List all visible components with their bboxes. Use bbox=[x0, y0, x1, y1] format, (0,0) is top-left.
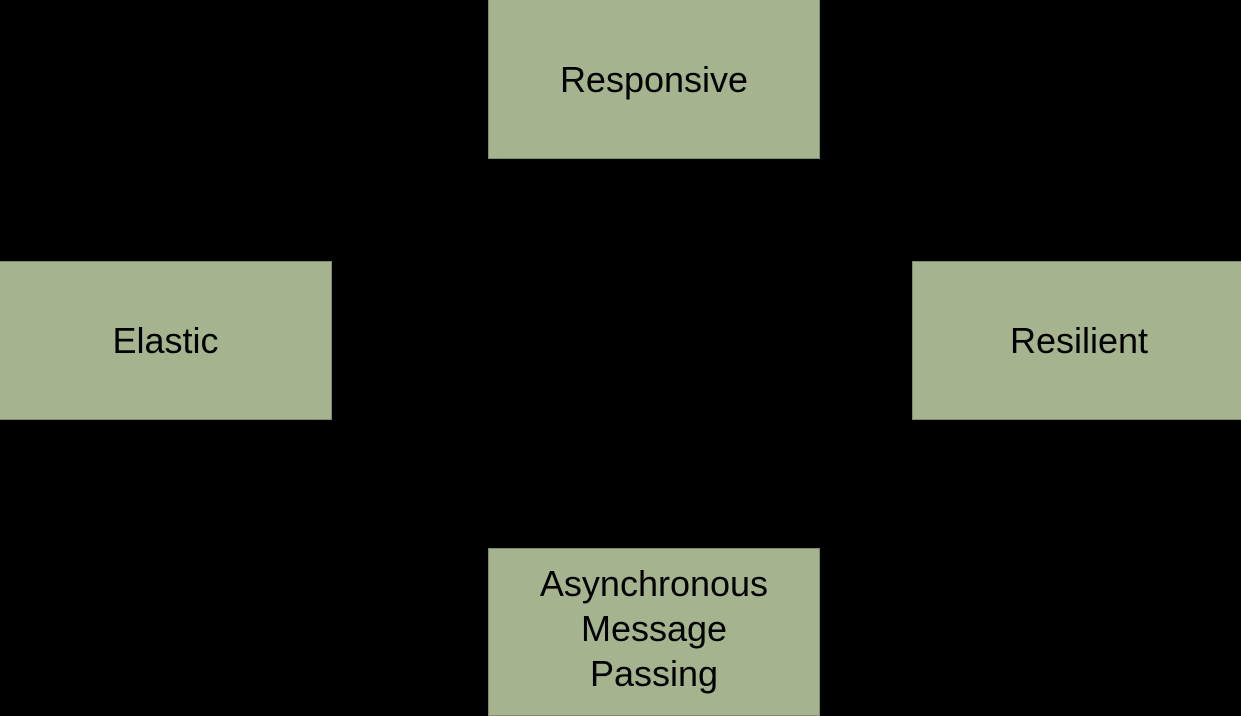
node-async-message-passing-label: Asynchronous Message Passing bbox=[539, 562, 769, 694]
connector-resilient-to-responsive bbox=[817, 74, 1071, 261]
node-elastic-label: Elastic bbox=[112, 320, 219, 361]
connector-async-to-resilient bbox=[820, 417, 1077, 630]
node-elastic[interactable]: Elastic bbox=[0, 261, 332, 420]
node-resilient-label: Resilient bbox=[1009, 320, 1149, 361]
node-resilient[interactable]: Resilient bbox=[912, 261, 1241, 420]
connector-async-to-elastic bbox=[159, 417, 488, 630]
node-responsive-label: Responsive bbox=[559, 58, 749, 100]
connector-elastic-to-responsive bbox=[165, 74, 491, 261]
node-responsive[interactable]: Responsive bbox=[488, 0, 820, 159]
node-async-message-passing[interactable]: Asynchronous Message Passing bbox=[488, 548, 820, 716]
